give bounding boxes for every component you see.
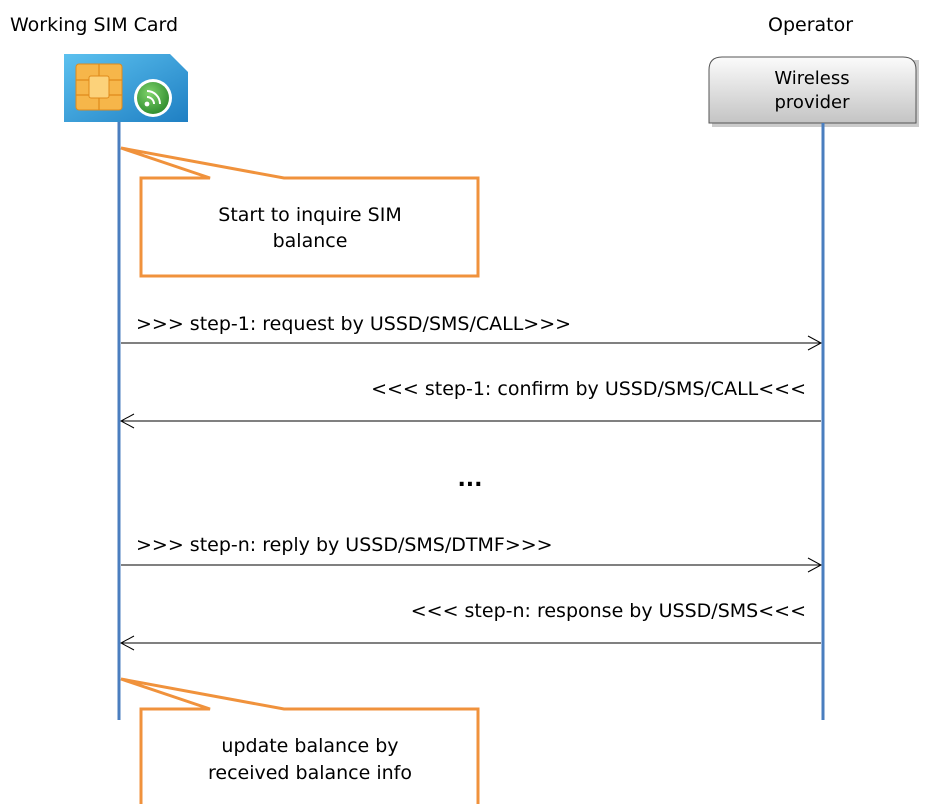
note-update-line1: update balance by: [221, 735, 398, 757]
note-start-line2: balance: [273, 230, 348, 252]
provider-label-line2: provider: [775, 92, 851, 113]
message-step-n-response: <<< step-n: response by USSD/SMS<<<: [119, 600, 821, 651]
sim-card-icon: [64, 54, 188, 122]
message-label: >>> step-n: reply by USSD/SMS/DTMF>>>: [136, 534, 553, 556]
ellipsis: ...: [457, 467, 482, 492]
right-participant-title: Operator: [768, 14, 853, 36]
provider-label-line1: Wireless: [774, 68, 849, 89]
note-update-balance: update balance by received balance info: [120, 677, 480, 804]
message-label: >>> step-1: request by USSD/SMS/CALL>>>: [136, 313, 571, 335]
note-start-inquiry: Start to inquire SIM balance: [120, 146, 480, 278]
message-step-n-reply: >>> step-n: reply by USSD/SMS/DTMF>>>: [121, 534, 823, 573]
message-step-1-confirm: <<< step-1: confirm by USSD/SMS/CALL<<<: [119, 378, 821, 429]
left-participant-title: Working SIM Card: [10, 14, 178, 36]
note-start-line1: Start to inquire SIM: [218, 204, 401, 226]
message-label: <<< step-1: confirm by USSD/SMS/CALL<<<: [371, 378, 806, 400]
wireless-provider-box: Wireless provider: [708, 56, 919, 127]
message-step-1-request: >>> step-1: request by USSD/SMS/CALL>>>: [121, 313, 823, 351]
note-update-line2: received balance info: [208, 762, 412, 784]
message-label: <<< step-n: response by USSD/SMS<<<: [411, 600, 806, 622]
